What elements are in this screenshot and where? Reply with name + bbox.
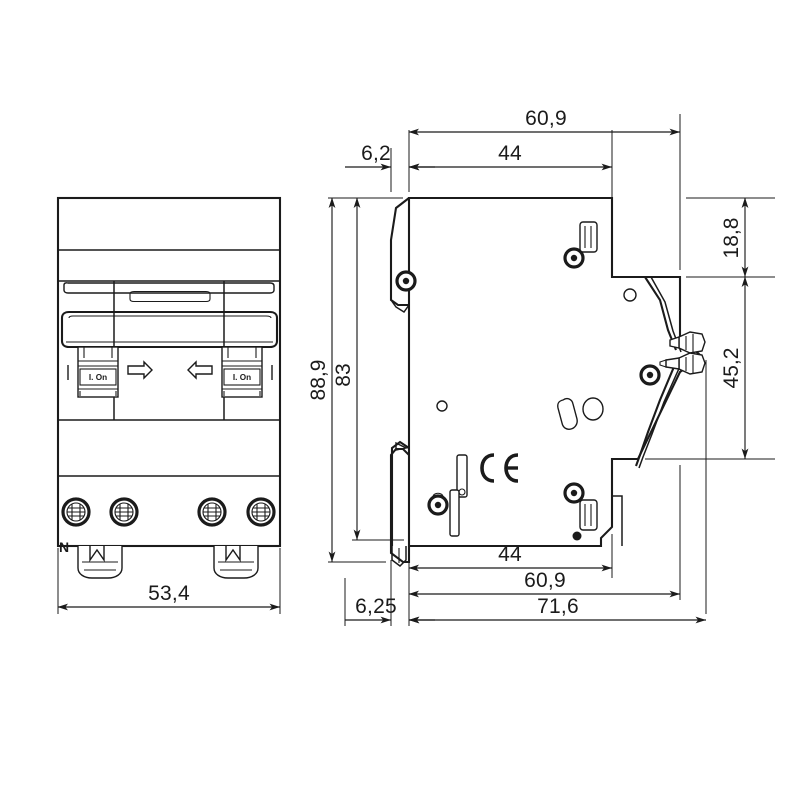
- side-upper-left-arm-tip: [390, 299, 410, 314]
- side-rivet-lower-left: [427, 492, 449, 516]
- dim-side-height-inner: 83: [332, 197, 361, 540]
- front-neutral-label: N: [59, 539, 69, 555]
- side-view: 60,9 44 6,2 88,9 83: [307, 107, 775, 626]
- dim-side-bottom-inner-label: 44: [498, 543, 522, 566]
- side-lower-left-clip-foot: [391, 546, 407, 567]
- side-rivet-upper-right: [563, 247, 585, 269]
- side-right-guard-lower: [635, 361, 677, 467]
- dim-side-bottom-offset-label: 6,25: [355, 595, 397, 618]
- dim-side-right-top: 18,8: [720, 197, 749, 277]
- side-rib-lower: [449, 489, 460, 537]
- dim-side-bottom-mid-label: 60,9: [524, 569, 566, 592]
- side-lower-left-clip-tip: [395, 441, 409, 451]
- side-rivet-mid-right: [639, 364, 661, 386]
- dim-side-right-lower-label: 45,2: [720, 348, 743, 389]
- side-rib-upper: [456, 454, 468, 498]
- side-hole-left: [436, 400, 448, 412]
- front-indicator-left-icon: [127, 360, 153, 380]
- front-toggle-left-label: I. On: [89, 373, 107, 382]
- dim-side-bottom-mid: 60,9: [408, 569, 680, 598]
- dim-side-right-lower: 45,2: [720, 276, 749, 459]
- dim-side-top-inner-label: 44: [498, 142, 522, 165]
- side-oval-slot: [557, 397, 578, 430]
- front-terminal-screw-4[interactable]: [246, 497, 276, 527]
- front-label-window: [63, 282, 275, 294]
- front-toggle-right-feet: [223, 391, 261, 396]
- side-rivet-lower-right: [563, 482, 585, 504]
- side-rivet-upper-left: [395, 270, 417, 292]
- front-terminal-screws: [61, 497, 276, 527]
- front-toggle-right[interactable]: I. On: [221, 346, 263, 398]
- dim-side-top-offset: 6,2: [345, 142, 435, 171]
- dim-side-bottom-overall-label: 71,6: [537, 595, 579, 618]
- side-right-guard-lower-inner: [638, 363, 682, 469]
- front-toggle-left-feet: [79, 391, 117, 396]
- front-din-clip-right: [213, 546, 259, 579]
- dim-side-height-inner-label: 83: [332, 363, 355, 386]
- side-terminal-clamp-lower[interactable]: [659, 352, 706, 375]
- dim-side-top-overall: 60,9: [408, 107, 680, 136]
- dim-front-width: 53,4: [57, 548, 281, 614]
- dim-side-height-overall: 88,9: [307, 197, 336, 562]
- dim-side-bottom-overall: 71,6: [408, 595, 706, 624]
- front-terminal-screw-2[interactable]: [109, 497, 139, 527]
- front-toggle-left-label-box: [79, 368, 117, 386]
- side-oval-hole: [582, 397, 604, 421]
- side-rib-upper-hole: [458, 488, 466, 496]
- side-slot-upper: [579, 221, 598, 253]
- side-hole-upper-right: [623, 288, 637, 302]
- dim-side-right-top-label: 18,8: [720, 218, 743, 259]
- dim-side-top-offset-label: 6,2: [361, 142, 391, 165]
- front-din-clip-left: [77, 546, 123, 579]
- side-hole-lower-dot: [572, 531, 582, 541]
- front-terminal-screw-1[interactable]: [61, 497, 91, 527]
- side-profile-outline: [389, 196, 702, 564]
- front-toggle-right-label: I. On: [233, 373, 251, 382]
- front-terminal-screw-3[interactable]: [197, 497, 227, 527]
- side-step-notch: [612, 495, 623, 546]
- dim-front-width-label: 53,4: [148, 582, 190, 605]
- dim-side-bottom-offset: 6,25: [345, 595, 435, 624]
- dim-side-top-overall-label: 60,9: [525, 107, 567, 130]
- front-indicator-right-icon: [187, 360, 213, 380]
- dim-side-height-overall-label: 88,9: [307, 360, 330, 401]
- ce-marking-icon: [480, 453, 519, 483]
- dim-side-top-inner: 44: [408, 142, 612, 171]
- side-terminal-clamp-upper[interactable]: [669, 331, 706, 354]
- front-rocker-bar: [60, 310, 279, 349]
- dim-side-bottom-inner: 44: [408, 543, 612, 572]
- front-rocker-highlight: [68, 315, 272, 319]
- front-view: I. On I. On: [56, 196, 282, 614]
- front-label-tab: [129, 290, 211, 303]
- front-toggle-right-label-box: [223, 368, 261, 386]
- side-slot-lower: [579, 499, 598, 531]
- front-toggle-left[interactable]: I. On: [77, 346, 119, 398]
